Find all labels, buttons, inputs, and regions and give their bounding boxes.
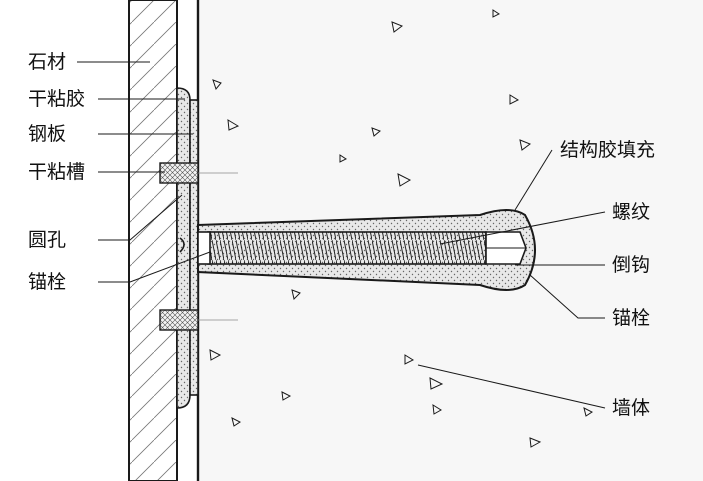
wall-aggregate-marks bbox=[209, 9, 593, 448]
bolt-thread bbox=[207, 231, 487, 265]
label-thread: 螺纹 bbox=[612, 201, 650, 223]
steel-plate bbox=[189, 99, 199, 396]
leader-lines bbox=[77, 61, 606, 409]
label-dry-adhesive: 干粘胶 bbox=[28, 88, 85, 110]
label-anchor-left: 锚栓 bbox=[28, 271, 66, 293]
label-stone: 石材 bbox=[28, 51, 66, 73]
stone-panel bbox=[128, 0, 178, 481]
round-hole bbox=[179, 237, 185, 253]
label-structural-glue-fill: 结构胶填充 bbox=[560, 139, 655, 161]
bolt-head bbox=[197, 231, 211, 265]
label-wall: 墙体 bbox=[612, 397, 650, 419]
dry-groove-lower bbox=[159, 309, 199, 331]
anchor-bolt bbox=[197, 209, 536, 291]
label-dry-groove: 干粘槽 bbox=[28, 161, 85, 183]
label-anchor-right: 锚栓 bbox=[612, 307, 650, 329]
label-barb: 倒钩 bbox=[612, 254, 650, 276]
dry-groove-upper bbox=[159, 162, 199, 184]
label-steel-plate: 钢板 bbox=[28, 123, 66, 145]
label-round-hole: 圆孔 bbox=[28, 229, 66, 251]
